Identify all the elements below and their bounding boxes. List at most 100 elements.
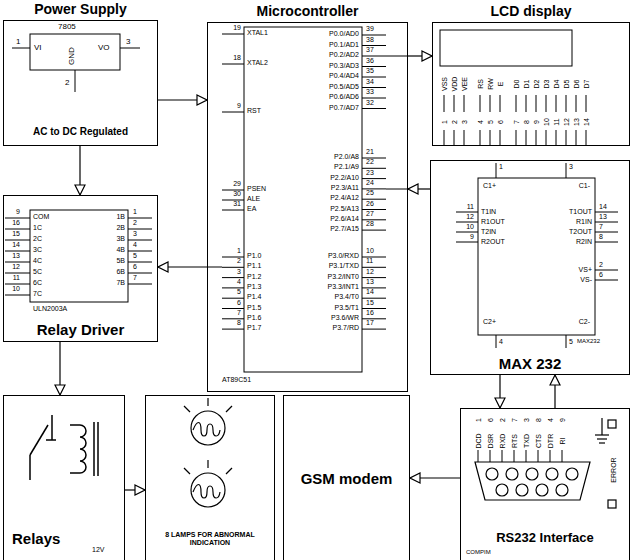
pin-line [514, 450, 515, 462]
pin-label: P0.6/AD6 [329, 93, 359, 100]
block-box: Relays [3, 395, 125, 560]
signal-arrow [158, 99, 207, 100]
block-box: Power SupplyAC to DC Regulated [3, 20, 158, 146]
pin-label: P1.0 [247, 252, 261, 259]
pin-label: DTR [547, 434, 554, 448]
pin-label: 15 [12, 230, 20, 237]
pin-label: P0.3/AD3 [329, 62, 359, 69]
pin-label: 39 [366, 25, 374, 32]
pin-label: C2+ [483, 318, 496, 325]
pin-label: 1 [499, 163, 503, 170]
pin-line [480, 130, 481, 146]
pin-label: RI [559, 438, 566, 445]
pin-label: 9 [559, 418, 566, 422]
pin-line [556, 95, 557, 112]
block-box: RS232 Interface [460, 408, 630, 560]
pin-label: RTS [511, 434, 518, 448]
pin-label: VS- [580, 276, 592, 283]
pin-line [595, 242, 618, 243]
pin-line [362, 35, 386, 36]
pin-label: 3C [33, 246, 42, 253]
pin-label: D2 [533, 80, 540, 89]
pin-line [480, 95, 481, 112]
pin-line [444, 95, 445, 112]
signal-arrow [125, 489, 145, 490]
pin-label: P2.1/A9 [334, 163, 359, 170]
pin-line [490, 95, 491, 112]
pin-label: 4B [116, 246, 125, 253]
pin-line [128, 251, 152, 252]
pin-label: 1 [16, 38, 20, 46]
pin-label: P2.0/A8 [334, 153, 359, 160]
pin-label: P3.1/TXD [329, 262, 359, 269]
pin-line [546, 130, 547, 146]
pin-label: 11 [13, 274, 20, 281]
pin-line [456, 242, 478, 243]
pin-label: R1IN [576, 218, 592, 225]
pin-label: COM [33, 213, 49, 220]
pin-label: 7805 [58, 23, 76, 31]
block-box: Microcontroller [207, 22, 408, 392]
pin-line [595, 222, 618, 223]
pin-label: 6 [599, 271, 603, 278]
pin-line [566, 130, 567, 146]
pin-label: 37 [366, 46, 374, 53]
pin-label: 13 [599, 213, 607, 220]
pin-label: 31 [233, 200, 241, 207]
pin-line [362, 219, 386, 220]
block-title: GSM modem [288, 470, 405, 487]
pin-label: P3.5/T1 [334, 304, 359, 311]
pin-label: 7 [237, 309, 241, 316]
pin-label: 5C [33, 268, 42, 275]
driver-chip [30, 210, 128, 302]
pin-label: 14 [12, 241, 20, 248]
relay-symbol [30, 415, 98, 480]
mcu-chip [244, 27, 362, 372]
pin-label: 3 [237, 268, 241, 275]
pin-label: P3.6/WR [331, 314, 359, 321]
pin-line [490, 450, 491, 462]
pin-label: ERROR [610, 457, 617, 482]
pin-line [456, 232, 478, 233]
pin-label: 1 [237, 247, 241, 254]
pin-label: 6 [487, 418, 494, 422]
pin-line [362, 298, 386, 299]
pin-label: 7C [33, 290, 42, 297]
pin-label: 1B [116, 213, 125, 220]
pin-label: 14 [366, 288, 374, 295]
pin-line [222, 64, 244, 65]
block-subtitle: AC to DC Regulated [8, 126, 153, 138]
pin-label: 10 [543, 118, 550, 126]
pin-label: P0.5/AD5 [329, 83, 359, 90]
pin-line [500, 130, 501, 146]
pin-label: 13 [366, 278, 374, 285]
max232-chip [478, 178, 595, 335]
pin-label: P3.0/RXD [328, 252, 359, 259]
pin-label: 3 [133, 230, 137, 237]
pin-label: 7 [511, 418, 518, 422]
pin-label: DCD [475, 433, 482, 448]
pin-label: RW [487, 78, 494, 90]
pin-label: 1 [475, 418, 482, 422]
pin-label: P2.2/A10 [330, 174, 359, 181]
pin-line [222, 329, 244, 330]
pin-line [362, 56, 386, 57]
block-box: 8 LAMPS FOR ABNORMAL INDICATION [145, 395, 275, 560]
pin-label: 3 [569, 163, 573, 170]
pin-label: 3B [116, 235, 125, 242]
pin-label: 8 [599, 233, 603, 240]
pin-line [536, 95, 537, 112]
pin-line [5, 284, 30, 285]
pin-line [362, 87, 386, 88]
signal-arrow [499, 375, 500, 408]
pin-label: 9 [533, 120, 540, 124]
pin-line [362, 188, 386, 189]
pin-line [526, 95, 527, 112]
lcd-screen [440, 30, 572, 66]
pin-label: 38 [366, 36, 374, 43]
pin-line [128, 273, 152, 274]
pin-label: ULN2003A [33, 305, 67, 312]
pin-label: 29 [233, 180, 241, 187]
pin-label: 2 [65, 79, 69, 87]
pin-line [362, 108, 386, 109]
